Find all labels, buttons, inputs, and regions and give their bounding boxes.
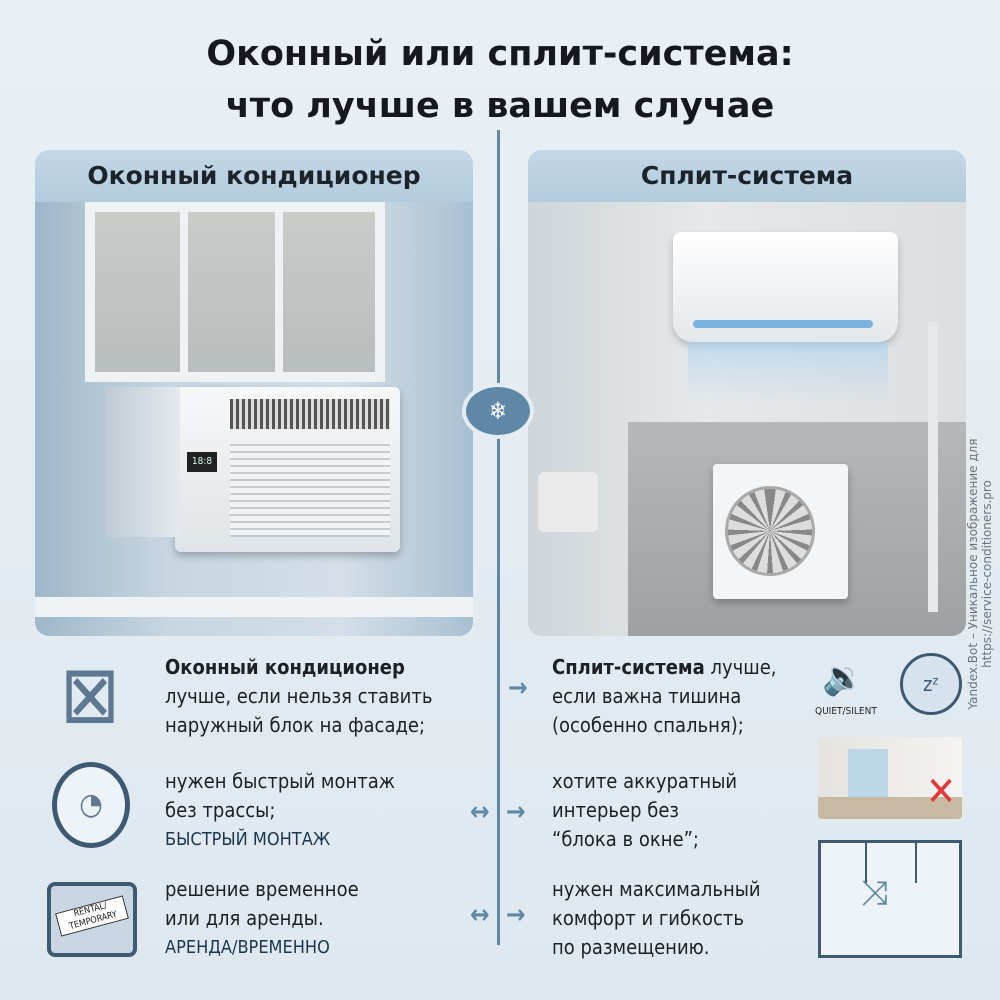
double-arrow-icon: ↔ →: [470, 900, 526, 930]
right-row-2-text: хотите аккуратный интерьер без “блока в …: [552, 767, 737, 854]
floor-plan-icon: ⤨: [818, 840, 962, 958]
speaker-icon: 🔉: [822, 658, 865, 698]
quiet-label: QUIET/SILENT: [815, 706, 877, 717]
window-ac-header: Оконный кондиционер: [35, 150, 473, 202]
indoor-unit: [673, 232, 898, 342]
split-system-panel: Сплит-система: [528, 150, 966, 636]
text-tail: лучше,: [704, 655, 777, 679]
text-line: если важна тишина: [552, 684, 742, 708]
clean-interior-icon: ✕: [818, 737, 962, 819]
text-line: без трассы;: [165, 798, 276, 822]
text-line: “блока в окне”;: [552, 827, 699, 851]
quick-install-tag: БЫСТРЫЙ МОНТАЖ: [165, 829, 331, 850]
arrow-right-icon: →: [508, 673, 528, 703]
no-window-icon: ⊠: [59, 648, 121, 741]
stopwatch-icon: ◔: [52, 762, 130, 848]
text-line: по размещению.: [552, 935, 710, 959]
text-line: наружный блок на фасаде;: [165, 713, 426, 737]
ac-unit-icon: ❄: [462, 383, 534, 439]
rental-label: RENTAL/ TEMPORARY: [55, 895, 129, 937]
double-arrow-icon: ↔ →: [470, 797, 526, 827]
text-line: нужен максимальный: [552, 877, 761, 901]
window-sill: [35, 597, 473, 617]
window-ac-illustration: 18:8: [35, 202, 473, 636]
sleep-icon: zᶻ: [900, 653, 962, 715]
split-system-header: Сплит-система: [528, 150, 966, 202]
rental-tag: АРЕНДА/ВРЕМЕННО: [165, 937, 330, 958]
left-row-2-text: нужен быстрый монтаж без трассы; БЫСТРЫЙ…: [165, 767, 395, 854]
left-row-3-text: решение временное или для аренды. АРЕНДА…: [165, 875, 359, 962]
right-row-1-bold: Сплит-система: [552, 655, 705, 679]
title-line-2: что лучше в вашем случае: [225, 86, 775, 126]
left-row-1-text: Оконный кондиционер лучше, если нельзя с…: [165, 653, 432, 740]
text-line: лучше, если нельзя ставить: [165, 684, 433, 708]
right-row-1-text: Сплит-система лучше, если важна тишина (…: [552, 653, 777, 740]
divider-line: [497, 130, 500, 945]
text-line: или для аренды.: [165, 906, 324, 930]
text-line: решение временное: [165, 877, 359, 901]
window-frame: [85, 202, 385, 382]
window-ac-unit: 18:8: [175, 387, 400, 552]
text-line: комфорт и гибкость: [552, 906, 744, 930]
text-line: нужен быстрый монтаж: [165, 769, 395, 793]
title-line-1: Оконный или сплит-система:: [206, 34, 794, 74]
text-line: (особенно спальня);: [552, 713, 744, 737]
ac-display: 18:8: [187, 452, 217, 472]
outdoor-unit: [713, 464, 848, 599]
page-title: Оконный или сплит-система: что лучше в в…: [0, 28, 1000, 132]
suitcase-icon: RENTAL/ TEMPORARY: [47, 882, 137, 957]
split-system-illustration: [528, 202, 966, 636]
watermark: Yandex.Bot – Уникальное изображение для …: [966, 438, 994, 710]
text-line: интерьер без: [552, 798, 679, 822]
text-line: хотите аккуратный: [552, 769, 738, 793]
right-row-3-text: нужен максимальный комфорт и гибкость по…: [552, 875, 761, 962]
window-ac-panel: Оконный кондиционер 18:8: [35, 150, 473, 636]
left-row-1-bold: Оконный кондиционер: [165, 655, 405, 679]
